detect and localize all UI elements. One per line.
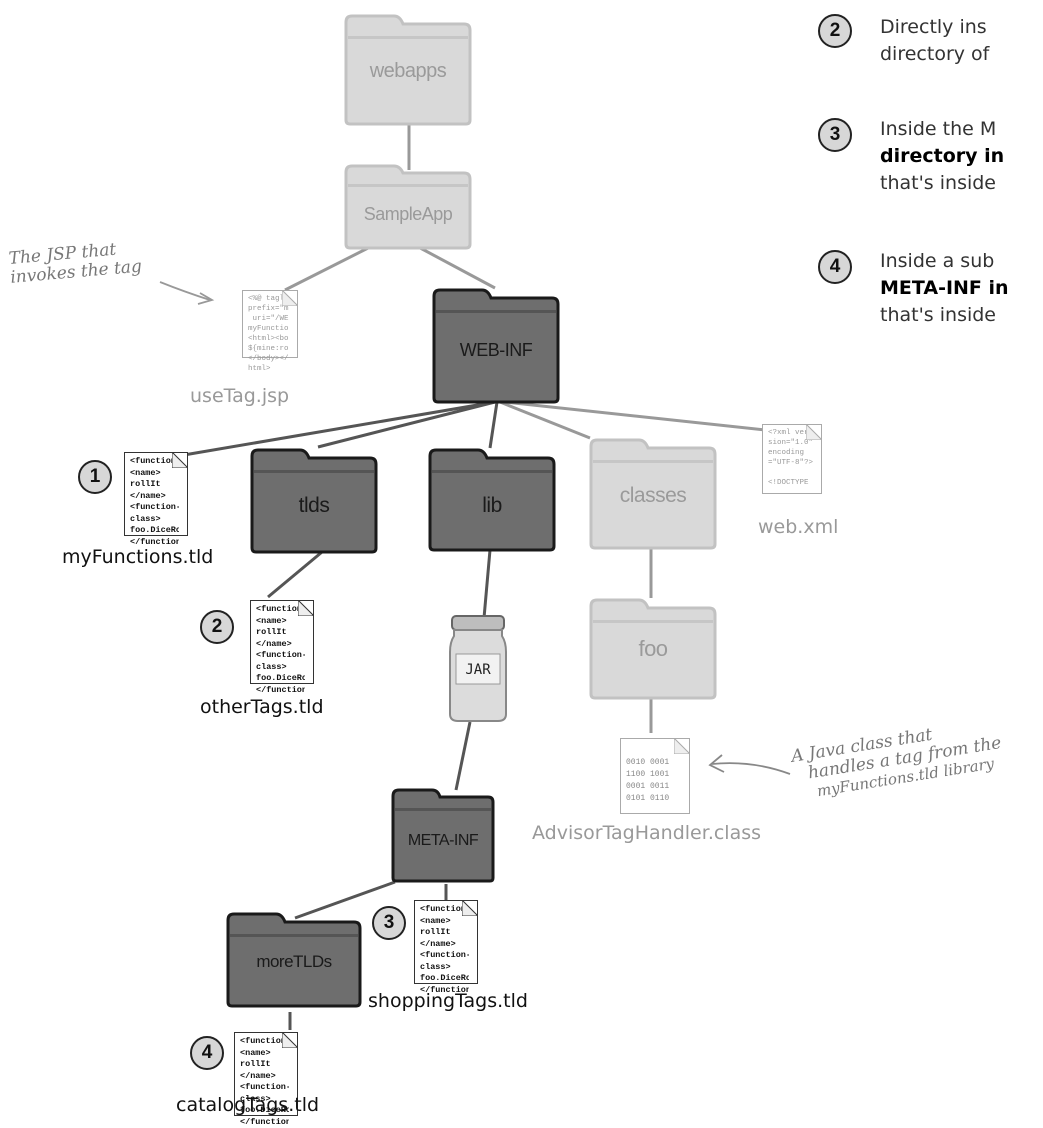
note-badge-4: 4	[818, 250, 852, 284]
file-preview: <function <name> rollIt </name> <functio…	[420, 904, 469, 995]
line-webinf-tlds	[317, 400, 496, 449]
file-name-usetag: useTag.jsp	[190, 385, 290, 407]
file-name-webxml: web.xml	[758, 516, 839, 538]
note-4-line1: Inside a sub	[880, 250, 995, 272]
folder-lib[interactable]: lib	[424, 442, 560, 554]
folder-icon	[391, 788, 495, 883]
badge-4: 4	[190, 1036, 224, 1070]
file-preview: <function <name> rollIt </name> <functio…	[256, 604, 305, 695]
folder-icon	[226, 912, 362, 1008]
file-name-shoppingtags: shoppingTags.tld	[368, 990, 528, 1012]
page-fold	[298, 600, 314, 616]
page-fold	[674, 738, 690, 754]
page-fold	[806, 424, 822, 440]
file-web-xml[interactable]: <?xml ver sion="1.0" encoding ="UTF-8"?>…	[762, 424, 822, 494]
folder-icon	[589, 438, 717, 550]
folder-classes[interactable]: classes	[585, 432, 721, 552]
jar-icon	[449, 615, 507, 722]
file-usetag-jsp[interactable]: <%@ taglib prefix="mine" uri="/WEB-INF/ …	[242, 290, 298, 373]
line-lib-jar	[482, 549, 492, 619]
folder-webapps[interactable]: webapps	[340, 8, 476, 128]
note-4-line3: that's inside	[880, 304, 996, 326]
note-4: Inside a sub META-INF in that's inside	[880, 248, 1009, 329]
note-3-line3: that's inside	[880, 172, 996, 194]
folder-icon	[589, 598, 717, 700]
file-name-myfunctions: myFunctions.tld	[62, 546, 214, 568]
folder-icon	[432, 288, 560, 404]
folder-label: SampleApp	[363, 204, 453, 224]
jar-file[interactable]: JAR	[446, 614, 510, 724]
file-preview: 0010 0001 1100 1001 0001 0011 0101 0110	[626, 758, 670, 803]
folder-label: foo	[638, 636, 668, 661]
line-jar-metainf	[454, 721, 472, 791]
folder-icon	[344, 164, 472, 250]
folder-icon	[428, 448, 556, 552]
page-fold	[462, 900, 478, 916]
folder-label: lib	[482, 494, 502, 517]
folder-label: WEB-INF	[459, 340, 533, 360]
file-shoppingtags-tld[interactable]: <function <name> rollIt </name> <functio…	[414, 900, 478, 995]
note-3-line2: directory in	[880, 145, 1005, 167]
folder-icon	[344, 14, 472, 126]
line-sampleapp-usetag	[284, 240, 381, 292]
line-webinf-myfunctions	[177, 400, 496, 458]
badge-3: 3	[372, 906, 406, 940]
page-fold	[282, 1032, 298, 1048]
folder-foo[interactable]: foo	[585, 592, 721, 702]
folder-label: webapps	[369, 60, 447, 82]
note-badge-3: 3	[818, 118, 852, 152]
note-3-line1: Inside the M	[880, 118, 997, 140]
note-4-line2: META-INF in	[880, 277, 1009, 299]
badge-2: 2	[200, 610, 234, 644]
folder-label: moreTLDs	[256, 952, 332, 971]
folder-label: classes	[619, 484, 687, 507]
file-preview: <?xml ver sion="1.0" encoding ="UTF-8"?>…	[768, 429, 813, 487]
file-name-othertags: otherTags.tld	[200, 696, 324, 718]
line-webinf-webxml	[504, 400, 766, 432]
folder-icon	[250, 448, 378, 554]
line-tlds-othertags	[267, 550, 323, 599]
folder-moretlds[interactable]: moreTLDs	[222, 906, 366, 1010]
file-preview: <function <name> rollIt </name> <functio…	[130, 456, 179, 547]
page-fold	[172, 452, 188, 468]
arrow-jsp-note	[159, 281, 211, 301]
file-othertags-tld[interactable]: <function <name> rollIt </name> <functio…	[250, 600, 314, 695]
jar-label: JAR	[465, 662, 491, 678]
note-2: Directly ins directory of	[880, 14, 989, 68]
page-fold	[282, 290, 298, 306]
folder-label: META-INF	[407, 832, 479, 849]
file-myfunctions-tld[interactable]: <function <name> rollIt </name> <functio…	[124, 452, 188, 547]
line-webinf-lib	[488, 401, 499, 449]
file-advisortaghandler-class[interactable]: 0010 0001 1100 1001 0001 0011 0101 0110	[620, 738, 690, 814]
file-preview: <%@ taglib prefix="mine" uri="/WEB-INF/ …	[248, 295, 289, 373]
line-metainf-moretlds	[294, 880, 396, 920]
folder-sampleapp[interactable]: SampleApp	[340, 160, 476, 250]
file-name-catalogtags: catalogTags.tld	[176, 1094, 320, 1116]
folder-webinf[interactable]: WEB-INF	[428, 282, 564, 406]
badge-1: 1	[78, 460, 112, 494]
folder-metainf[interactable]: META-INF	[388, 784, 498, 884]
folder-label: tlds	[298, 494, 330, 517]
note-badge-2: 2	[818, 14, 852, 48]
note-2-line2: directory of	[880, 43, 990, 65]
file-name-handler: AdvisorTagHandler.class	[532, 822, 762, 844]
folder-tlds[interactable]: tlds	[246, 442, 382, 556]
note-3: Inside the M directory in that's inside	[880, 116, 1004, 197]
line-sampleapp-webinf	[408, 240, 496, 290]
line-webinf-classes	[499, 400, 591, 440]
arrow-class-note	[711, 762, 791, 775]
note-2-line1: Directly ins	[880, 16, 987, 38]
